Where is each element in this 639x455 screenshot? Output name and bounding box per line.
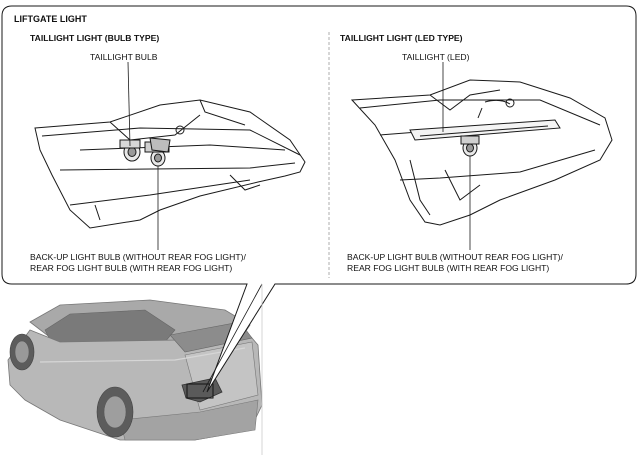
car-wheel-rear-rim <box>103 395 127 429</box>
left-panel-heading: TAILLIGHT LIGHT (BULB TYPE) <box>30 33 160 43</box>
label-backup-bulb-right-line2: REAR FOG LIGHT BULB (WITH REAR FOG LIGHT… <box>347 263 550 273</box>
label-taillight-led: TAILLIGHT (LED) <box>402 52 470 62</box>
label-backup-bulb-right-line1: BACK-UP LIGHT BULB (WITHOUT REAR FOG LIG… <box>347 252 563 262</box>
taillight-bulb-type <box>34 99 306 229</box>
vehicle-rear-view <box>7 299 263 441</box>
right-panel-heading: TAILLIGHT LIGHT (LED TYPE) <box>340 33 463 43</box>
leader-taillight-bulb <box>127 61 131 147</box>
car-wheel-front-rim <box>14 340 30 364</box>
car-bumper <box>119 399 259 441</box>
car-light-marker <box>186 383 214 399</box>
taillight-led-type <box>350 79 613 226</box>
diagram-title: LIFTGATE LIGHT <box>14 14 87 24</box>
callout-pointer-inner <box>202 283 263 393</box>
label-taillight-bulb: TAILLIGHT BULB <box>90 52 158 62</box>
label-backup-bulb-left-line2: REAR FOG LIGHT BULB (WITH REAR FOG LIGHT… <box>30 263 233 273</box>
label-backup-bulb-left-line1: BACK-UP LIGHT BULB (WITHOUT REAR FOG LIG… <box>30 252 246 262</box>
